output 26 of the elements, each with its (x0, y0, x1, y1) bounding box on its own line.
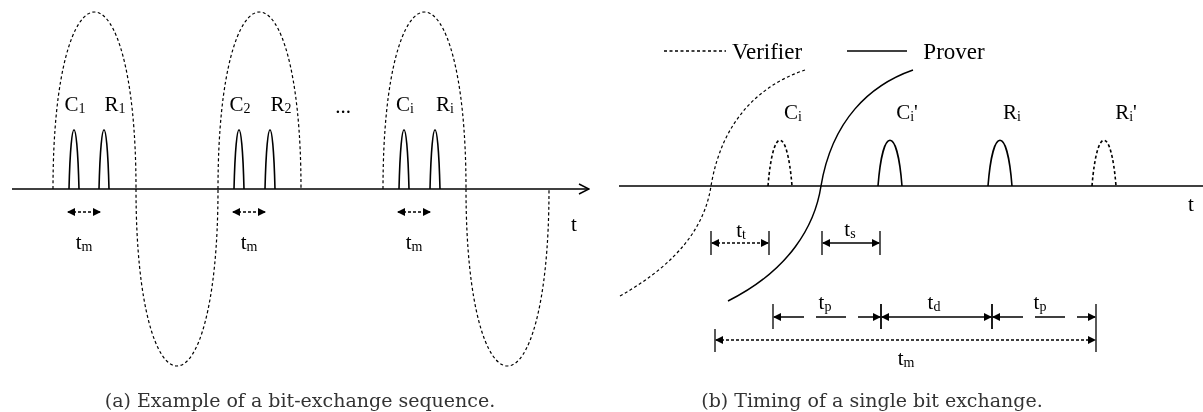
pulse-label: C$_{i}$ (784, 101, 802, 123)
pulse-label: C$_{2}$ (229, 93, 251, 115)
ellipsis: ... (335, 95, 351, 117)
pulse-label: R$_{i}$ (436, 93, 454, 115)
pulse-label: C$_{i}$ (396, 93, 414, 115)
duration-label: t$_{m}$ (75, 231, 93, 253)
duration-label: t$_{m}$ (240, 231, 258, 253)
duration-label: t$_{s}$ (844, 218, 856, 240)
legend-label: Prover (923, 39, 985, 63)
pulse-label: C$_{i}$' (896, 101, 918, 123)
duration-label: t$_{m}$ (897, 347, 915, 369)
duration-label: t$_{p}$ (818, 291, 832, 313)
legend-label: Verifier (731, 39, 803, 63)
pulse-label: R$_{i}$' (1115, 101, 1137, 123)
pulse-label: C$_{1}$ (64, 93, 86, 115)
pulse-label: R$_{2}$ (270, 93, 292, 115)
pulse-label: R$_{i}$ (1003, 101, 1021, 123)
axis-label: t (1188, 193, 1194, 215)
duration-label: t$_{t}$ (736, 219, 746, 241)
duration-label: t$_{p}$ (1033, 291, 1047, 313)
duration-label: t$_{d}$ (927, 291, 941, 313)
duration-label: t$_{m}$ (405, 231, 423, 253)
figure-caption: (a) Example of a bit-exchange sequence. (104, 390, 496, 410)
axis-label: t (571, 213, 577, 235)
pulse-label: R$_{1}$ (104, 93, 126, 115)
figure-caption: (b) Timing of a single bit exchange. (701, 390, 1043, 410)
